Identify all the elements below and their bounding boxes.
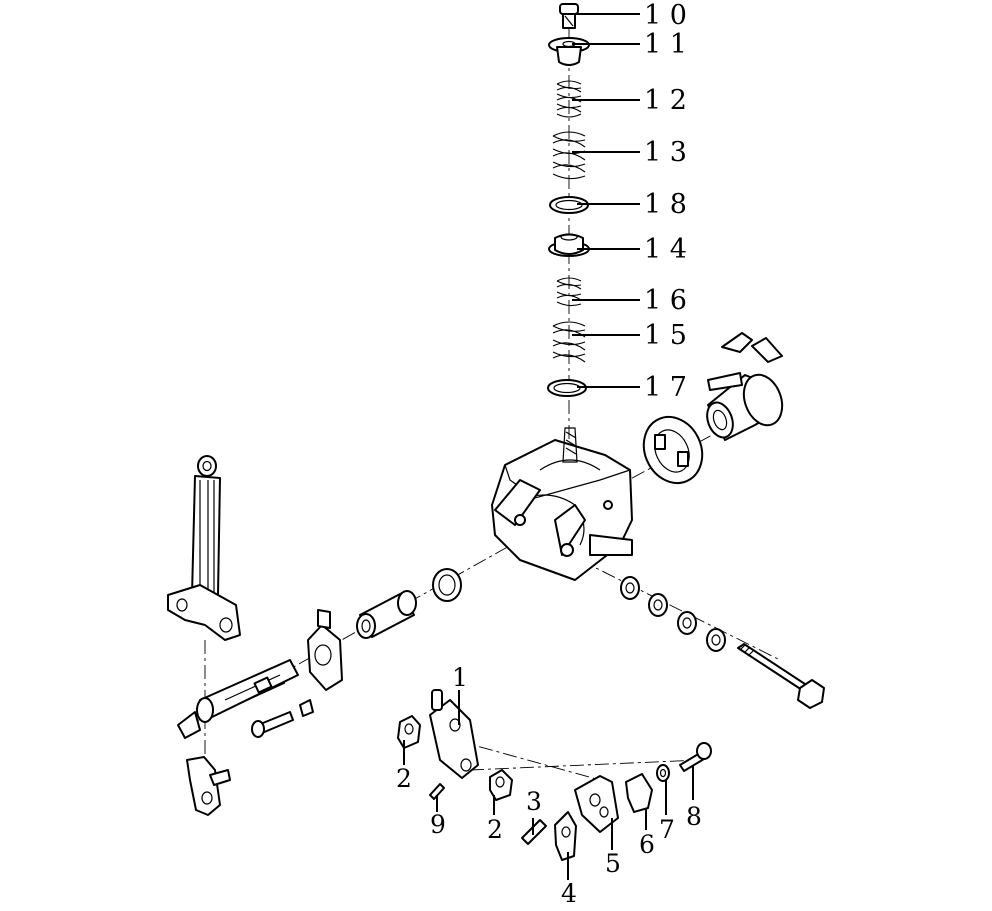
- callout-2b: 2: [487, 815, 503, 844]
- callout-2a: 2: [396, 764, 412, 793]
- leader-lines: [403, 13, 694, 880]
- part-11-cap: [548, 37, 590, 66]
- threaded-sleeve: [706, 372, 784, 441]
- long-bolt: [737, 643, 825, 709]
- shift-fork-rail: [167, 455, 241, 641]
- slotted-disc: [642, 415, 704, 485]
- callout-1: 1: [452, 663, 468, 692]
- snap-ring-left: [432, 568, 462, 602]
- shift-lever-lower: [186, 756, 231, 816]
- part-7-washer: [656, 764, 670, 782]
- callout-11: 1 1: [644, 29, 687, 60]
- callout-labels-top: 1 0 1 1 1 2 1 3 1 8 1 4 1 6 1 5 1 7: [644, 0, 687, 403]
- callout-12: 1 2: [644, 85, 687, 116]
- part-13-spring: [552, 131, 586, 180]
- washer-stack: [620, 576, 726, 652]
- callout-4: 4: [561, 879, 577, 908]
- callout-8: 8: [686, 802, 702, 831]
- part-4-plate: [554, 811, 577, 861]
- callout-labels-bottom: 1 2 9 2 3 4 5 6 7 8: [396, 663, 702, 908]
- selector-bracket: [307, 609, 343, 691]
- callout-16: 1 6: [644, 285, 687, 316]
- part-15-spring: [552, 321, 586, 363]
- callout-18: 1 8: [644, 189, 687, 220]
- callout-15: 1 5: [644, 320, 687, 351]
- small-screw-left: [251, 699, 314, 738]
- main-housing: [491, 427, 633, 581]
- part-5-bracket: [574, 775, 619, 833]
- callout-5: 5: [605, 849, 621, 878]
- callout-10: 1 0: [644, 0, 687, 31]
- callout-17: 1 7: [644, 372, 687, 403]
- part-2b-clip: [489, 769, 513, 801]
- cylinder-bushing: [356, 590, 417, 639]
- callout-14: 1 4: [644, 234, 687, 265]
- callout-3: 3: [526, 787, 542, 816]
- part-10-screw: [559, 3, 579, 29]
- part-6-block: [625, 773, 653, 813]
- callout-7: 7: [659, 815, 675, 844]
- part-2a-clip: [397, 715, 421, 749]
- clip-pieces: [721, 332, 783, 363]
- part-12-spring: [556, 80, 582, 118]
- part-14-bushing: [548, 233, 590, 257]
- part-8-bolt: [679, 742, 712, 772]
- callout-13: 1 3: [644, 137, 687, 168]
- callout-9: 9: [430, 810, 446, 839]
- part-9-pin: [429, 783, 445, 800]
- callout-6: 6: [639, 830, 655, 859]
- part-1-lever: [429, 689, 479, 779]
- part-16-spring: [556, 277, 582, 307]
- shift-shaft: [177, 659, 299, 739]
